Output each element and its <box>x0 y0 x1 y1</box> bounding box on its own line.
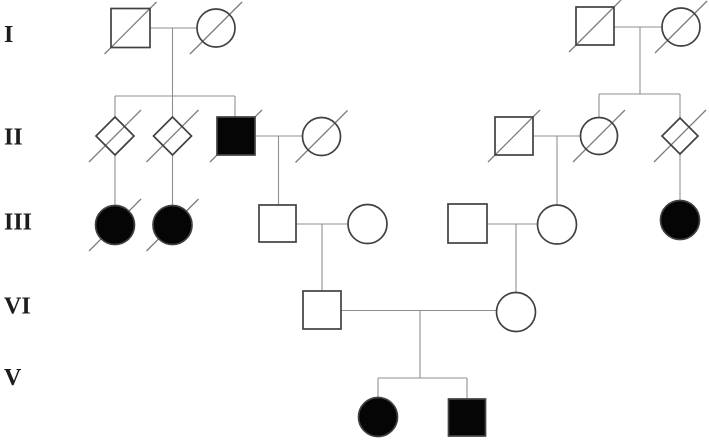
deceased-slash-I-1 <box>104 1 157 55</box>
deceased-slash-II-7 <box>653 109 707 163</box>
individual-III-2-circle-affected <box>152 204 193 246</box>
deceased-slash-I-2 <box>189 1 243 55</box>
individual-II-6-circle <box>579 116 619 156</box>
individual-I-3-square <box>575 6 615 46</box>
deceased-slash-II-5 <box>487 109 541 163</box>
deceased-slash-II-4 <box>295 110 348 163</box>
individual-III-4-circle <box>347 203 388 245</box>
generation-label-II: II <box>4 125 23 151</box>
individual-I-1-square <box>110 7 151 49</box>
individual-III-7-circle-affected <box>659 199 701 241</box>
generation-label-I: I <box>4 22 13 48</box>
deceased-slash-II-2 <box>146 109 199 163</box>
individual-IV-1-square <box>302 290 342 330</box>
individual-II-3-square-affected <box>216 116 256 156</box>
deceased-slash-II-1 <box>88 109 142 163</box>
individual-III-6-circle <box>536 204 578 245</box>
individual-III-5-square <box>447 203 488 244</box>
individual-I-2-circle <box>196 8 236 48</box>
deceased-slash-I-4 <box>654 0 708 54</box>
individual-I-4-circle <box>661 7 701 47</box>
generation-label-III: III <box>4 210 32 236</box>
individual-II-7-diamond <box>660 116 700 156</box>
individual-IV-2-circle <box>495 291 537 333</box>
individual-II-2-diamond <box>152 115 193 157</box>
individual-V-1-circle-affected <box>357 396 399 438</box>
individual-V-2-square-affected <box>447 398 487 437</box>
deceased-slash-I-3 <box>568 0 622 53</box>
generation-label-V: V <box>4 365 22 391</box>
individual-II-1-diamond <box>94 115 136 157</box>
deceased-slash-II-6 <box>572 109 626 163</box>
individual-III-1-circle-affected <box>94 204 136 246</box>
generation-label-VI: VI <box>4 294 31 320</box>
individual-III-3-square <box>258 204 297 243</box>
individual-II-5-square <box>494 116 534 156</box>
individual-II-4-circle <box>301 116 342 157</box>
